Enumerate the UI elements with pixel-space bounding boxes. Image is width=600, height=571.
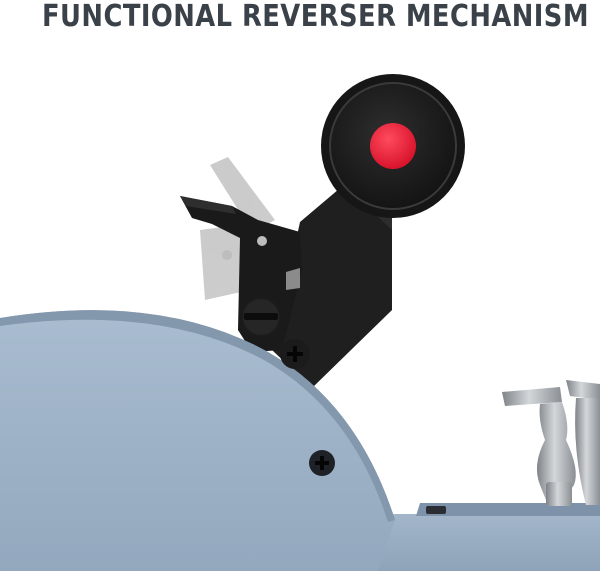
page-title: FUNCTIONAL REVERSER MECHANISM xyxy=(42,0,589,34)
controller-body xyxy=(0,310,395,571)
base-deck xyxy=(360,503,600,571)
reverser-knob-icon xyxy=(321,74,465,218)
ghost-lever xyxy=(200,157,275,300)
phillips-screw-icon xyxy=(280,339,310,369)
body-screw-icon xyxy=(309,450,335,476)
silver-handles xyxy=(502,380,600,506)
screw-icon xyxy=(240,296,282,338)
